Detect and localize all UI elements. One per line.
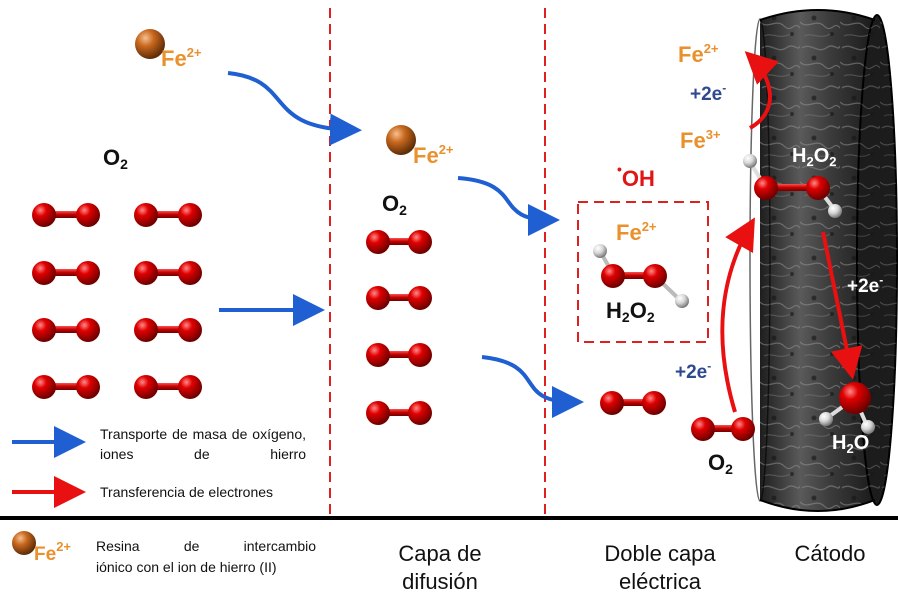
- radical-text: OH: [621, 166, 655, 191]
- h2o2-o: O: [629, 298, 647, 323]
- h2o-o: O: [853, 432, 870, 454]
- h2o2-sub2: 2: [829, 154, 837, 169]
- legend-resin-line1: Resina de intercambio: [96, 538, 316, 554]
- electron-cathode-label: +2e-: [847, 274, 883, 296]
- o2-molecule-cathode: [691, 417, 755, 441]
- o2-subscript: 2: [399, 202, 407, 218]
- double-layer-box: [577, 201, 709, 343]
- radical-dot: •: [617, 161, 622, 177]
- fe2-label: Fe2+: [413, 143, 454, 167]
- fe2-label: Fe2+: [678, 42, 719, 66]
- double-layer-line2: eléctrica: [619, 569, 701, 593]
- h2o2-sub1: 2: [806, 154, 814, 169]
- fe2-charge: 2+: [186, 45, 202, 60]
- electron-charge: -: [707, 359, 712, 373]
- fe-sphere-legend: [12, 531, 36, 555]
- o2-molecule: [366, 286, 432, 310]
- fe2-symbol: Fe: [413, 143, 439, 168]
- o2-label: O2: [382, 191, 407, 218]
- o2-symbol: O: [382, 191, 400, 216]
- o2-symbol: O: [708, 450, 726, 475]
- diffusion-line1: Capa de: [398, 541, 482, 566]
- o2-molecule: [366, 343, 432, 367]
- fe3-charge: 3+: [705, 127, 721, 142]
- o2-molecule: [134, 203, 202, 227]
- electron-label: +2e-: [675, 360, 711, 382]
- h2o-h: H: [832, 432, 847, 454]
- h2o2-label: H2O2: [606, 298, 655, 325]
- h2o2-h: H: [606, 298, 622, 323]
- h2o2-molecule: [593, 244, 689, 308]
- diffusion-layer-label: Capa de difusión: [365, 540, 515, 593]
- fe-sphere: [386, 125, 416, 155]
- fe2-symbol: Fe: [161, 46, 187, 71]
- o2-molecule: [600, 391, 666, 415]
- electron-charge: -: [879, 273, 884, 287]
- o2-molecule: [32, 318, 100, 342]
- o2-molecule: [32, 261, 100, 285]
- h2o2-sub1: 2: [621, 309, 630, 325]
- cathode-cylinder: [749, 9, 898, 512]
- h2o-molecule: [819, 382, 875, 434]
- legend-resin-line2: iónico con el ion de hierro (II): [96, 559, 277, 575]
- fe3-symbol: Fe: [680, 128, 706, 153]
- h2o2-cathode-label: H2O2: [792, 146, 836, 168]
- h2o2-o: O: [813, 145, 830, 167]
- transport-arrow: [457, 176, 560, 236]
- o2-label: O2: [708, 450, 733, 477]
- electron-arrow: [720, 217, 755, 413]
- fe3-label: Fe3+: [680, 128, 721, 152]
- double-layer-label: Doble capa eléctrica: [575, 540, 745, 593]
- double-layer-line1: Doble capa: [604, 541, 716, 566]
- fe2-charge: 2+: [641, 219, 657, 234]
- o2-molecule: [134, 318, 202, 342]
- fe2-label: Fe2+: [616, 220, 657, 244]
- legend-electron-transfer: Transferencia de electrones: [100, 484, 274, 500]
- h2o2-h: H: [792, 145, 807, 167]
- h2o-sub: 2: [846, 441, 854, 456]
- electron-charge: -: [722, 81, 727, 95]
- transport-arrow: [227, 71, 362, 146]
- electron-arrow: [744, 51, 779, 130]
- fe2-legend-label: Fe2+: [34, 540, 71, 564]
- o2-molecule: [366, 230, 432, 254]
- o2-molecule: [366, 401, 432, 425]
- electron-text: +2e: [675, 362, 708, 383]
- o2-molecule: [134, 261, 202, 285]
- transport-arrow: [481, 355, 584, 418]
- o2-symbol: O: [103, 145, 121, 170]
- fe2-charge: 2+: [56, 539, 72, 554]
- o2-molecule: [134, 375, 202, 399]
- h2o2-sub2: 2: [646, 309, 655, 325]
- electron-text: +2e: [847, 276, 880, 297]
- fe2-symbol: Fe: [34, 544, 57, 565]
- o2-molecule: [32, 375, 100, 399]
- fe-sphere: [135, 29, 165, 59]
- fe2-label: Fe2+: [161, 46, 202, 70]
- fe2-charge: 2+: [438, 142, 454, 157]
- diffusion-line2: difusión: [402, 569, 478, 593]
- hydroxyl-radical-label: •OH: [617, 162, 655, 190]
- fe2-symbol: Fe: [616, 220, 642, 245]
- o2-subscript: 2: [725, 461, 733, 477]
- h2o2-molecule-cathode: [743, 154, 842, 218]
- o2-label: O2: [103, 145, 128, 172]
- fe2-symbol: Fe: [678, 42, 704, 67]
- legend-mass-transport: Transporte de masa de oxígeno, iones de …: [100, 426, 306, 462]
- electron-arrow: [821, 231, 863, 380]
- electron-label: +2e-: [690, 82, 726, 104]
- h2o-label: H2O: [832, 433, 869, 455]
- o2-subscript: 2: [120, 156, 128, 172]
- electron-text: +2e: [690, 84, 723, 105]
- fe2-charge: 2+: [703, 41, 719, 56]
- cathode-label: Cátodo: [794, 541, 866, 566]
- o2-molecule: [32, 203, 100, 227]
